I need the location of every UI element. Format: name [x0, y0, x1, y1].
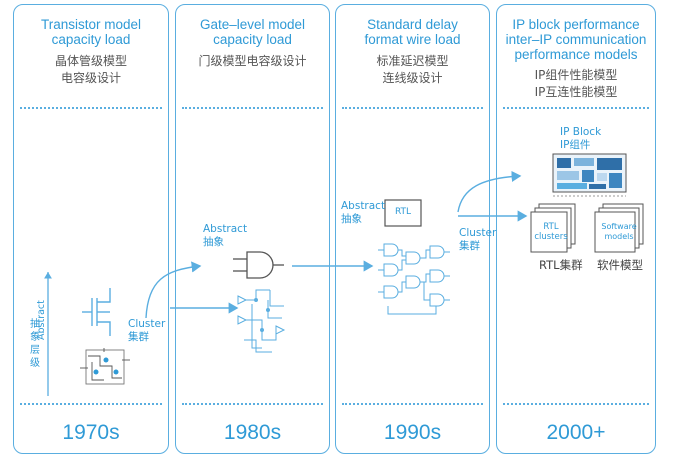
subtitle-line: 连线级设计	[382, 71, 443, 85]
bottom-divider	[503, 403, 649, 405]
rtl-box	[384, 199, 422, 227]
transistor-circuit-icon	[80, 348, 130, 385]
subtitle-line: IP互连性能模型	[534, 85, 618, 99]
rtl-box-label: RTL	[394, 207, 412, 217]
subtitle-line: 晶体管级模型	[54, 54, 127, 68]
ip-block-label: IP Block IP组件	[560, 126, 601, 152]
software-models-label: Software models	[597, 222, 641, 242]
top-divider	[20, 107, 162, 109]
software-models-stack-icon	[594, 203, 644, 253]
abstract-label-en: Abstract	[341, 200, 386, 212]
ip-block-label-en: IP Block	[560, 126, 602, 138]
abstract-label-3: Abstract 抽象	[341, 200, 385, 226]
rtl-clusters-line: RTL	[543, 222, 559, 232]
cluster-label-en: Cluster	[459, 227, 497, 239]
top-divider	[342, 107, 483, 109]
year-label: 2000+	[546, 421, 606, 444]
subtitle-line: 标准延迟模型	[376, 54, 449, 68]
title-line: performance models	[514, 47, 638, 62]
panel-subtitle: 门级模型电容级设计	[176, 53, 329, 70]
abstract-arrow-3	[457, 170, 522, 213]
software-models-line: models	[604, 232, 634, 241]
and-gate-icon	[233, 251, 284, 279]
rtl-clusters-label: RTL clusters	[531, 222, 571, 242]
title-line: Standard delay	[367, 17, 458, 32]
bottom-divider	[342, 403, 483, 405]
ip-block-label-cn: IP组件	[560, 139, 591, 151]
bottom-divider	[182, 403, 323, 405]
panel-subtitle: 晶体管级模型 电容级设计	[14, 53, 168, 87]
rtl-clusters-stack-icon	[530, 203, 576, 253]
top-divider	[503, 107, 649, 109]
year-label: 1980s	[223, 421, 282, 444]
panel-subtitle: IP组件性能模型 IP互连性能模型	[497, 67, 655, 101]
subtitle-line: 电容级设计	[60, 71, 121, 85]
panel-title: IP block performance inter–IP communicat…	[497, 17, 655, 62]
title-line: Gate–level model	[199, 17, 306, 32]
software-models-line: Software	[601, 222, 637, 231]
title-line: capacity load	[51, 32, 131, 47]
title-line: Transistor model	[40, 17, 142, 32]
abstract-axis-label-cn: 抽象层级	[30, 319, 40, 369]
gate-circuit-icon	[237, 289, 286, 353]
title-line: IP block performance	[512, 17, 640, 32]
panel-1980s: Gate–level model capacity load 门级模型电容级设计…	[175, 4, 330, 454]
abstract-axis-label-en: Abstract	[36, 300, 47, 340]
cluster-label-3: Cluster 集群	[459, 227, 496, 253]
ip-block-chip-icon	[552, 153, 627, 197]
title-line: format wire load	[364, 32, 461, 47]
cluster-label-cn: 集群	[128, 331, 149, 343]
subtitle-line: 门级模型电容级设计	[198, 54, 307, 68]
year-label: 1970s	[62, 421, 120, 444]
abstract-label-2: Abstract 抽象	[203, 223, 247, 249]
gate-array-icon	[378, 243, 450, 315]
cluster-label-1: Cluster 集群	[128, 318, 165, 344]
cluster-label-en: Cluster	[128, 318, 166, 330]
transistor-icon	[82, 288, 111, 336]
title-line: capacity load	[213, 32, 292, 47]
bottom-divider	[20, 403, 162, 405]
title-line: inter–IP communication	[505, 32, 647, 47]
subtitle-line: IP组件性能模型	[534, 68, 618, 82]
panel-title: Gate–level model capacity load	[176, 17, 329, 47]
abstract-label-cn: 抽象	[203, 236, 224, 248]
cluster-label-cn: 集群	[459, 240, 480, 252]
rtl-clusters-line: clusters	[534, 232, 568, 242]
panel-title: Standard delay format wire load	[336, 17, 489, 47]
software-model-cn-label: 软件模型	[597, 258, 643, 272]
panel-1970s: Transistor model capacity load 晶体管级模型 电容…	[13, 4, 169, 454]
top-divider	[182, 107, 323, 109]
panel-title: Transistor model capacity load	[14, 17, 168, 47]
abstract-arrow-1	[145, 261, 202, 319]
rtl-cluster-cn-label: RTL集群	[539, 258, 583, 272]
panel-subtitle: 标准延迟模型 连线级设计	[336, 53, 489, 87]
abstract-label-cn: 抽象	[341, 213, 362, 225]
panel-1990s: Standard delay format wire load 标准延迟模型 连…	[335, 4, 490, 454]
year-label: 1990s	[383, 421, 442, 444]
abstract-label-en: Abstract	[203, 223, 248, 235]
